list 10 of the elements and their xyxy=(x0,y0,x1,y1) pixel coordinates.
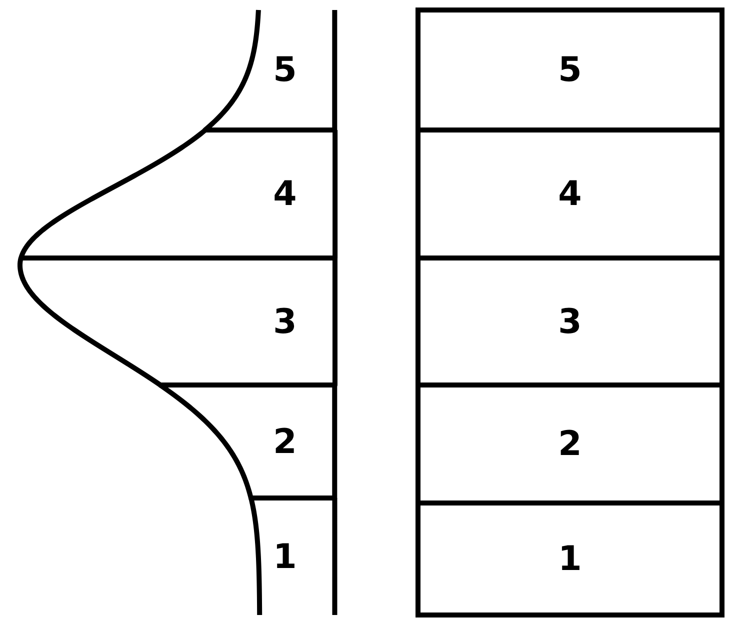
segment-number: 5 xyxy=(558,53,582,87)
segment-number: 3 xyxy=(558,304,582,338)
segment-number: 5 xyxy=(273,53,297,87)
segment-number: 2 xyxy=(558,427,582,461)
segment-number: 1 xyxy=(273,540,297,574)
segment-number: 4 xyxy=(273,177,297,211)
segment-number: 1 xyxy=(558,542,582,576)
segment-number: 4 xyxy=(558,177,582,211)
segment-number: 2 xyxy=(273,424,297,458)
segment-number: 3 xyxy=(273,304,297,338)
